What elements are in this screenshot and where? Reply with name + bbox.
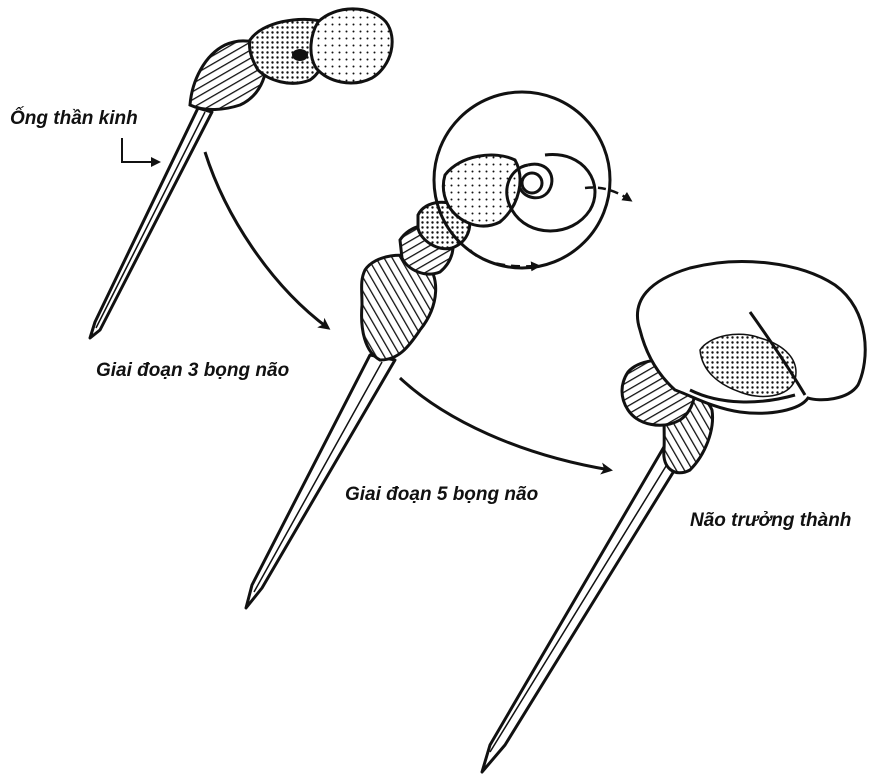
- five-vesicle-spinal-cord: [246, 355, 395, 608]
- label-three-vesicle-stage: Giai đoạn 3 bọng não: [96, 360, 289, 382]
- neural-tube-pointer: [122, 138, 158, 162]
- label-adult-brain: Não trưởng thành: [690, 510, 851, 532]
- label-five-vesicle-stage: Giai đoạn 5 bọng não: [345, 484, 538, 506]
- five-vesicle-drawing: [246, 92, 630, 608]
- neural-tube-drawing: [90, 9, 392, 338]
- five-vesicle-diencephalon: [443, 155, 520, 226]
- label-neural-tube: Ống thần kinh: [10, 108, 138, 130]
- neural-tube-forebrain: [311, 9, 392, 83]
- arrow-stage1-to-stage3: [205, 152, 328, 328]
- arrow-stage3-to-adult: [400, 378, 610, 470]
